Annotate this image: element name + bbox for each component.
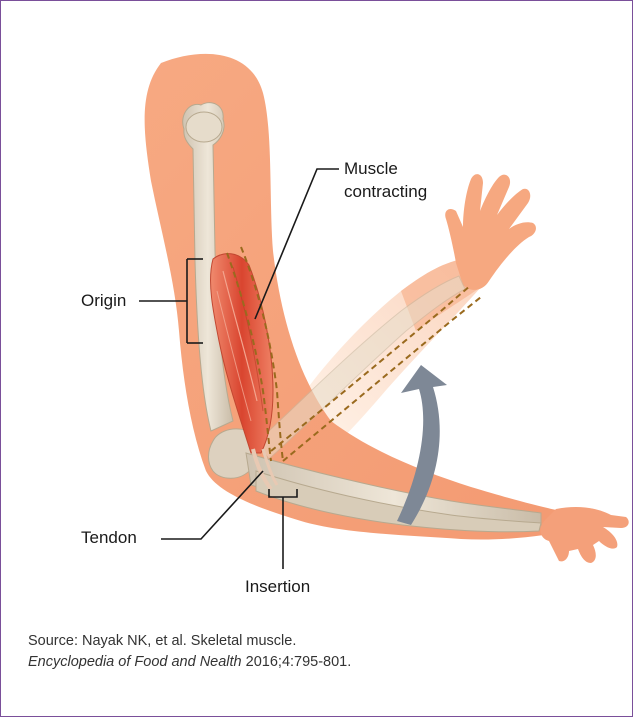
insertion-label: Insertion	[245, 576, 310, 598]
tendon-label: Tendon	[81, 527, 137, 549]
muscle-label-line2: contracting	[344, 181, 427, 203]
journal-title: Encyclopedia of Food and Nealth	[28, 654, 242, 670]
source-caption: Source: Nayak NK, et al. Skeletal muscle…	[28, 632, 296, 651]
origin-label: Origin	[81, 290, 126, 312]
citation-caption: Encyclopedia of Food and Nealth 2016;4:7…	[28, 653, 351, 672]
citation-details: 2016;4:795-801.	[242, 654, 352, 670]
muscle-label-line1: Muscle	[344, 158, 398, 180]
